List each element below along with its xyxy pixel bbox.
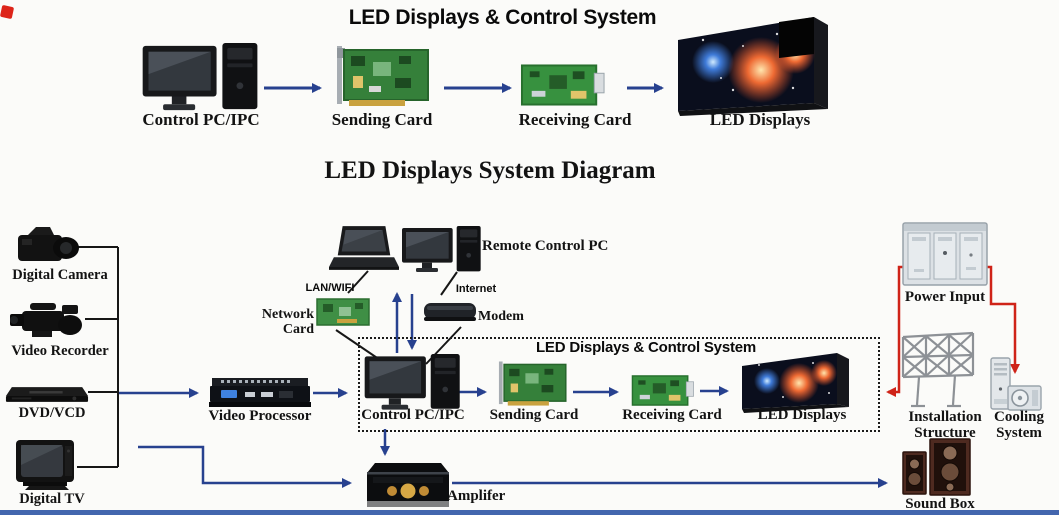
label-cooling-system: Cooling System xyxy=(981,409,1057,442)
receiving-card-box-icon xyxy=(631,373,695,408)
label-lan-wifi: LAN/WIFI xyxy=(305,282,355,294)
red-corner-mark xyxy=(0,4,15,20)
label-cooling-line2: System xyxy=(996,424,1042,441)
red-line-power-to-cooling xyxy=(986,265,1020,374)
label-installation-structure: Installation Structure xyxy=(896,409,994,442)
truss-structure-icon xyxy=(899,329,979,411)
top-title: LED Displays & Control System xyxy=(348,6,657,29)
remote-desktop-pc-icon xyxy=(402,223,482,277)
label-control-pc-top: Control PC/IPC xyxy=(142,110,260,129)
label-modem: Modem xyxy=(478,309,524,324)
label-power-input: Power Input xyxy=(904,289,986,305)
label-amplifier: Amplifer xyxy=(447,488,506,504)
line-desktop-to-modem xyxy=(440,271,458,296)
crt-tv-icon xyxy=(15,439,79,491)
speaker-small-icon xyxy=(902,451,927,495)
led-display-icon xyxy=(673,10,835,116)
label-receiving-card-top: Receiving Card xyxy=(518,110,632,129)
red-line-power-to-led xyxy=(886,265,904,397)
speaker-large-icon xyxy=(929,438,971,496)
label-sending-card-top: Sending Card xyxy=(331,110,433,129)
dvd-player-icon xyxy=(4,381,90,407)
label-control-pc-box: Control PC/IPC xyxy=(361,407,465,423)
control-pc-icon xyxy=(361,354,465,412)
led-display-box-icon xyxy=(739,349,855,414)
label-network-card: Network Card xyxy=(261,307,314,337)
label-remote-control-pc: Remote Control PC xyxy=(482,238,609,254)
cooling-indoor-icon xyxy=(990,357,1011,410)
line-laptop-to-networkcard xyxy=(347,270,369,294)
main-title: LED Displays System Diagram xyxy=(324,157,656,184)
power-cabinet-icon xyxy=(902,221,988,289)
label-installation-line1: Installation xyxy=(908,409,982,425)
video-recorder-icon xyxy=(10,299,86,343)
label-led-displays-box: LED Displays xyxy=(757,407,847,423)
modem-icon xyxy=(423,296,477,324)
label-dvd-vcd: DVD/VCD xyxy=(18,405,86,421)
label-digital-camera: Digital Camera xyxy=(12,267,108,283)
label-led-displays-top: LED Displays xyxy=(709,110,811,129)
network-card-icon xyxy=(315,297,371,329)
label-video-processor: Video Processor xyxy=(208,408,312,424)
label-sending-card-box: Sending Card xyxy=(489,407,579,423)
desktop-pc-icon xyxy=(139,43,263,113)
control-system-box xyxy=(358,337,880,432)
amplifier-icon xyxy=(363,459,453,511)
video-processor-icon xyxy=(209,376,311,409)
cooling-outdoor-icon xyxy=(1007,385,1042,411)
label-sound-box: Sound Box xyxy=(905,496,975,512)
label-digital-tv: Digital TV xyxy=(19,491,85,507)
label-internet: Internet xyxy=(455,283,497,295)
bottom-bar xyxy=(0,510,1059,515)
digital-camera-icon xyxy=(16,223,80,267)
laptop-icon xyxy=(329,225,399,274)
receiving-card-icon xyxy=(520,60,606,110)
label-video-recorder: Video Recorder xyxy=(11,343,109,359)
label-receiving-card-box: Receiving Card xyxy=(622,407,722,423)
arrow-bus-to-amplifier xyxy=(138,445,352,488)
label-cooling-line1: Cooling xyxy=(993,409,1044,425)
sending-card-box-icon xyxy=(496,361,568,409)
control-box-title: LED Displays & Control System xyxy=(535,339,757,356)
sending-card-icon xyxy=(333,46,431,110)
label-installation-line2: Structure xyxy=(914,424,976,441)
